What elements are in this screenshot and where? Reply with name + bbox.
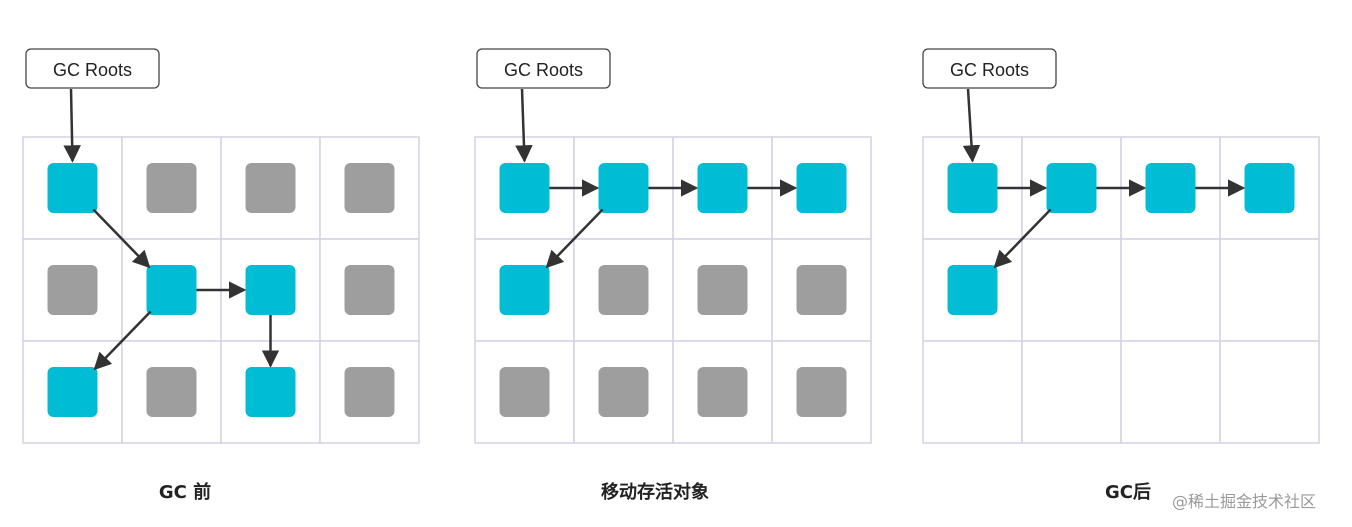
gc-roots-label: GC Roots	[504, 60, 583, 80]
reference-arrow	[92, 208, 151, 269]
grid-cell	[922, 340, 1023, 444]
gc-roots-label: GC Roots	[950, 60, 1029, 80]
live-object	[245, 367, 296, 417]
live-object	[499, 265, 550, 315]
live-object	[947, 265, 998, 315]
grid-cell	[1021, 238, 1122, 342]
dead-object	[598, 265, 649, 315]
dead-object	[146, 163, 197, 213]
live-object	[697, 163, 748, 213]
panel-after-gc: GC Roots	[922, 48, 1320, 444]
grid-cell	[1120, 340, 1221, 444]
grid-cell	[1219, 238, 1320, 342]
live-object	[245, 265, 296, 315]
dead-object	[344, 163, 395, 213]
dead-object	[598, 367, 649, 417]
gc-roots-label: GC Roots	[53, 60, 132, 80]
caption-move-live-objects: 移动存活对象	[601, 482, 709, 503]
root-reference-arrow	[962, 88, 981, 163]
dead-object	[796, 265, 847, 315]
root-reference-arrow	[515, 88, 533, 163]
gc-roots-box-frame	[922, 48, 1057, 89]
reference-arrow	[993, 208, 1052, 269]
reference-arrow	[93, 310, 152, 371]
panel-move-live-objects: GC Roots	[474, 48, 872, 444]
dead-object	[697, 265, 748, 315]
live-object	[1046, 163, 1097, 213]
grid-cell	[1021, 340, 1122, 444]
gc-roots-box-frame	[476, 48, 611, 89]
live-object	[1145, 163, 1196, 213]
caption-before-gc: GC 前	[158, 482, 212, 503]
live-object	[47, 367, 98, 417]
root-reference-arrow	[63, 88, 81, 163]
dead-object	[47, 265, 98, 315]
live-object	[146, 265, 197, 315]
live-object	[499, 163, 550, 213]
live-object	[47, 163, 98, 213]
dead-object	[344, 265, 395, 315]
live-object	[598, 163, 649, 213]
live-object	[1244, 163, 1295, 213]
watermark: @稀土掘金技术社区	[1172, 492, 1317, 511]
dead-object	[796, 367, 847, 417]
grid-cell	[1219, 340, 1320, 444]
dead-object	[697, 367, 748, 417]
grid-cell	[1120, 238, 1221, 342]
live-object	[796, 163, 847, 213]
dead-object	[344, 367, 395, 417]
reference-arrow	[545, 208, 604, 269]
gc-roots-box-frame	[25, 48, 160, 89]
grid-cell	[319, 238, 420, 342]
dead-object	[245, 163, 296, 213]
caption-after-gc: GC后	[1105, 482, 1151, 503]
gc-roots-box: GC Roots	[922, 48, 1057, 89]
live-object	[947, 163, 998, 213]
gc-roots-box: GC Roots	[25, 48, 160, 89]
dead-object	[499, 367, 550, 417]
dead-object	[146, 367, 197, 417]
panel-before-gc: GC Roots	[22, 48, 420, 444]
gc-roots-box: GC Roots	[476, 48, 611, 89]
